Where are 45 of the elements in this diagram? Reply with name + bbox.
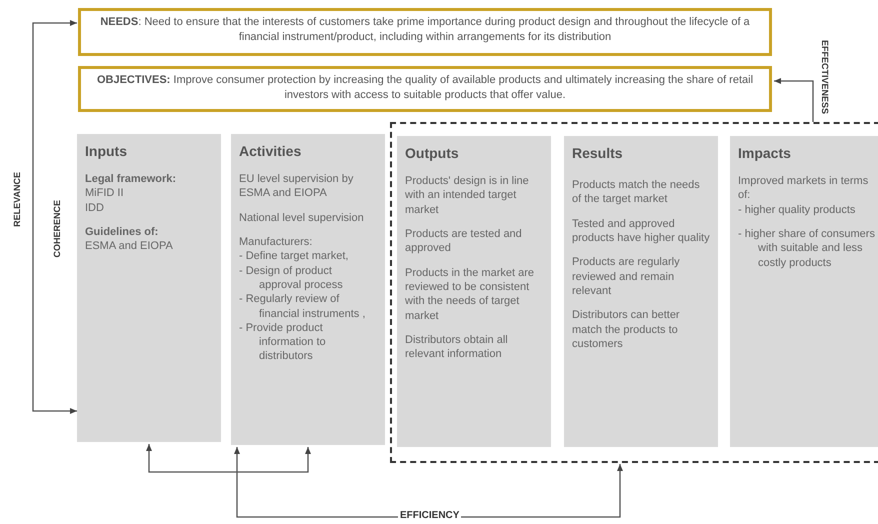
panel-text: Products are tested and approved — [405, 227, 523, 256]
impacts-panel — [730, 136, 878, 447]
panel-text: EU level supervision by ESMA and EIOPA — [239, 172, 354, 201]
panel-text: Distributors obtain all relevant information — [405, 332, 509, 362]
outputs-panel — [397, 136, 551, 447]
list-item: - Define target market, — [239, 249, 350, 264]
panel-heading: Outputs — [405, 144, 460, 162]
inputs-panel — [77, 134, 221, 442]
panel-text: National level supervision — [239, 210, 365, 226]
panel-heading: Impacts — [738, 144, 792, 162]
axis-label: COHERENCE — [52, 200, 62, 258]
panel-text: Manufacturers: — [239, 235, 314, 250]
panel-heading: Results — [572, 144, 624, 162]
objectives-box — [78, 66, 772, 112]
list-item: - Regularly review of financial instruments , — [239, 292, 366, 321]
edge-label: RELEVANCE — [12, 172, 22, 227]
edge-label: EFFICIENCY — [398, 510, 462, 521]
panel-text: ESMA and EIOPA — [85, 239, 174, 254]
arrow — [32, 20, 77, 414]
edge-label: EFFECTIVENESS — [820, 40, 830, 114]
results-panel — [564, 136, 718, 447]
panel-heading: Inputs — [85, 142, 128, 160]
panel-text: Products' design is in line with an intended target market — [405, 174, 530, 218]
statement-text: OBJECTIVES: Improve consumer protection by increasing the quality of available products and ultimately increasing the share of retail investors with access to suitable products that offer value. — [96, 74, 754, 101]
panel-text: Products in the market are reviewed to be consistent with the needs of target market — [405, 266, 536, 323]
list-item: - higher share of consumers with suitable and less costly products — [738, 227, 876, 270]
activities-panel — [231, 134, 385, 445]
panel-text: Tested and approved products have higher quality — [572, 216, 710, 246]
statement-text: NEEDS: Need to ensure that the interests of customers take prime importance during product design and throughout the lifecycle of a financial instrument/product, including within arrangements for its distribution — [100, 16, 750, 43]
panel-heading: Activities — [239, 142, 302, 160]
arrow — [146, 444, 311, 473]
panel-text: Products match the needs of the target market — [572, 178, 701, 207]
panel-text: Products are regularly reviewed and remain relevant — [572, 255, 681, 298]
panel-text: Legal framework: — [85, 172, 178, 186]
panel-text: Guidelines of: — [85, 225, 160, 240]
arrow — [774, 78, 814, 122]
list-item: - Provide product information to distributors — [239, 320, 327, 364]
panel-text: IDD — [85, 200, 105, 216]
list-item: - higher quality products — [738, 202, 856, 218]
list-item: - Design of product approval process — [239, 264, 344, 292]
needs-box — [78, 8, 772, 56]
panel-text: Improved markets in terms of: — [738, 174, 870, 203]
panel-text: MiFID II — [85, 186, 124, 201]
panel-text: Distributors can better match the products to customers — [572, 308, 681, 352]
dashed-group-frame — [390, 122, 878, 463]
